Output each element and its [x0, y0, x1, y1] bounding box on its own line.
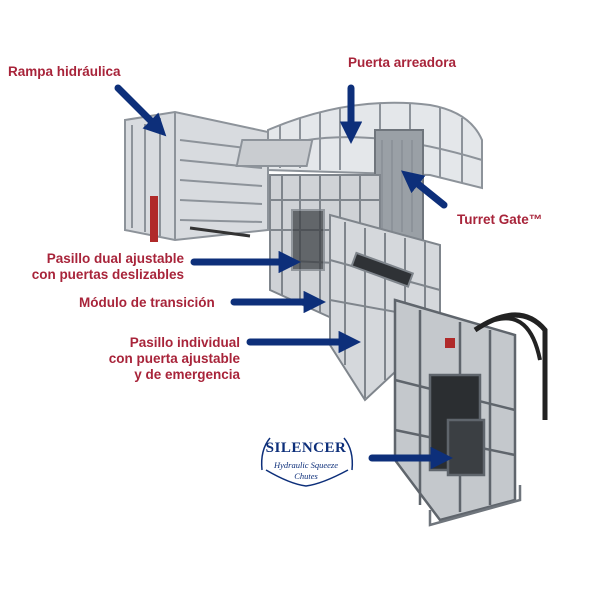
- label-dual-alley: Pasillo dual ajustable con puertas desli…: [20, 251, 184, 283]
- label-dual-alley-line1: Pasillo dual ajustable: [46, 251, 184, 266]
- label-single-alley-line1: Pasillo individual: [129, 335, 240, 350]
- arrow-turret-gate: [401, 170, 448, 209]
- annotation-arrows: [114, 84, 453, 470]
- label-turret-gate: Turret Gate™: [457, 212, 543, 227]
- logo-laurel-icon: [260, 437, 354, 487]
- squeeze-chute: [393, 298, 548, 527]
- label-ramp: Rampa hidráulica: [8, 64, 121, 79]
- silencer-logo: SILENCER Hydraulic Squeeze Chutes: [246, 436, 366, 494]
- logo-name: SILENCER: [265, 440, 347, 456]
- label-single-alley-line2: con puerta ajustable: [108, 351, 240, 366]
- hydraulic-ramp: [124, 110, 269, 242]
- label-dual-alley-line2: con puertas deslizables: [31, 267, 184, 282]
- logo-subtitle-1: Hydraulic Squeeze: [274, 460, 338, 470]
- logo-subtitle-2: Chutes: [294, 471, 318, 481]
- label-single-alley: Pasillo individual con puerta ajustable …: [60, 335, 240, 383]
- arrow-ramp: [114, 84, 167, 137]
- label-single-alley-line3: y de emergencia: [134, 367, 240, 382]
- label-transition: Módulo de transición: [79, 295, 215, 310]
- label-crowd-gate: Puerta arreadora: [348, 55, 457, 70]
